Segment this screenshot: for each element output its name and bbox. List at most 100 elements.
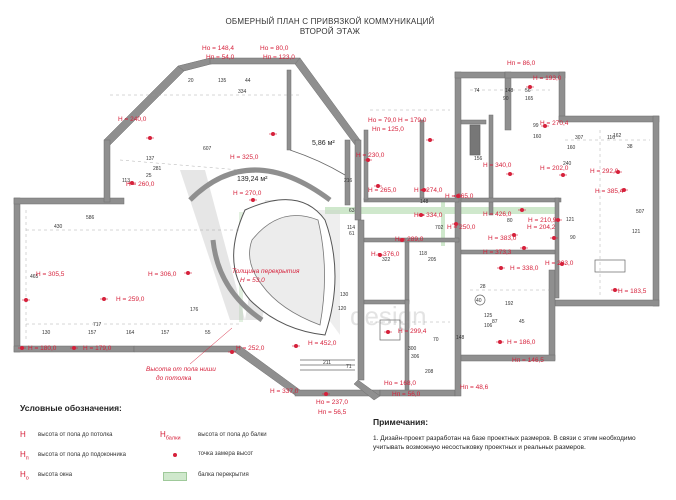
dimension-label: 106: [484, 323, 493, 329]
opening-label: Ho = 79,0: [368, 117, 397, 124]
opening-label: Hо = 168,0: [384, 380, 416, 387]
height-label: H = 210,9: [528, 217, 557, 224]
dimension-label: 281: [153, 166, 162, 172]
measure-point-icon: [173, 453, 177, 457]
dimension-label: 99: [533, 123, 539, 129]
height-label: H = 385,4: [595, 188, 624, 195]
dimension-label: 44: [245, 78, 251, 84]
legend-text-hbeam: высота от пола до балки: [198, 432, 267, 438]
dimension-label: 160: [533, 134, 542, 140]
oval-core: [249, 215, 325, 326]
legend-symbol-h: H: [20, 430, 26, 439]
dimension-label: 306: [411, 354, 420, 360]
dimension-label: 208: [425, 369, 434, 375]
height-label: H = 179,0: [398, 117, 427, 124]
legend-symbol-ho: Hо: [20, 470, 29, 482]
dimension-label: 156: [474, 156, 483, 162]
height-label: H = 202,0: [540, 165, 569, 172]
opening-label: Hп = 123,0: [263, 54, 295, 61]
height-label: H = 260,0: [126, 181, 155, 188]
curved-core: [188, 167, 332, 323]
notes-text: 1. Дизайн-проект разработан на базе прое…: [373, 435, 636, 451]
dimension-label: 148: [505, 88, 514, 94]
height-label: H = 265,0: [368, 187, 397, 194]
dimension-label: 157: [88, 330, 97, 336]
dimension-label: 90: [570, 235, 576, 241]
height-label: H = 337,0: [270, 388, 299, 395]
niche-leader: [189, 327, 233, 365]
dimension-label: 25: [146, 173, 152, 179]
legend-text-ho: высота окна: [38, 472, 73, 478]
opening-label: Hо = 237,0: [316, 399, 348, 406]
opening-labels: Ho = 148,4 Hп = 54,0 Ho = 80,0 Hп = 123,0Ho…: [202, 45, 544, 416]
plan-subtitle: ВТОРОЙ ЭТАЖ: [299, 27, 361, 36]
dimension-label: 113: [122, 178, 130, 184]
dimension-label: 28: [480, 284, 486, 290]
dimension-label: 121: [632, 229, 641, 235]
beam-swatch-icon: [163, 472, 187, 481]
legend-text-h: высота от пола до потолка: [38, 432, 113, 438]
dimension-label: 334: [238, 89, 247, 95]
opening-label: Hп = 54,0: [206, 54, 235, 61]
height-label: H = 186,0: [507, 339, 536, 346]
dimension-label: 607: [203, 146, 212, 152]
height-label: H = 274,0: [414, 187, 443, 194]
dimension-label: 300: [408, 346, 417, 352]
dimension-label: 56: [525, 88, 531, 94]
dimension-label: 116: [607, 135, 615, 141]
dimension-label: 130: [340, 292, 349, 298]
dimension-label: 507: [636, 209, 645, 215]
construction-lines: [25, 89, 650, 340]
dimension-label: 157: [161, 330, 170, 336]
height-label: H = 250,0: [447, 224, 476, 231]
height-label: H = 334,0: [414, 212, 443, 219]
height-label: H = 240,0: [118, 116, 147, 123]
dimension-label: 322: [382, 257, 391, 263]
plan-title: ОБМЕРНЫЙ ПЛАН С ПРИВЯЗКОЙ КОММУНИКАЦИЙ: [225, 17, 435, 26]
dimension-label: 55: [205, 330, 211, 336]
dimension-label: 216: [344, 178, 353, 184]
dimension-label: 135: [218, 78, 227, 84]
niche-note: Высота от пола ниши: [146, 366, 216, 373]
area-label: 5,86 м²: [312, 140, 335, 147]
dimension-label: 63: [349, 208, 355, 214]
dimension-label: 137: [146, 156, 155, 162]
opening-label: Hп = 125,0: [372, 126, 404, 133]
dimension-label: 130: [42, 330, 51, 336]
area-label: 139,24 м²: [237, 176, 268, 183]
opening-label: Hп = 56,0: [392, 391, 421, 398]
dimension-label: 118: [419, 251, 427, 257]
dimension-label: 176: [190, 307, 199, 313]
opening-label: Ho = 148,4: [202, 45, 234, 52]
dimension-label: 121: [566, 217, 575, 223]
height-label: H = 426,0: [483, 211, 512, 218]
dimension-label: 162: [613, 133, 622, 139]
height-label: H = 259,0: [116, 296, 145, 303]
height-label: H = 376,0: [371, 251, 400, 258]
dimension-label: 240: [563, 161, 572, 167]
opening-label: Hп = 48,6: [460, 384, 489, 391]
dimension-label: 87: [492, 319, 498, 325]
dimension-label: 165: [525, 96, 534, 102]
dimension-label: 164: [126, 330, 135, 336]
dimension-label: 430: [54, 224, 63, 230]
beam-strip: [441, 198, 445, 246]
dimension-label: 90: [503, 96, 509, 102]
small-room-curve: [289, 149, 346, 176]
dimension-label: 702: [435, 225, 444, 231]
height-label: H = 452,0: [308, 340, 337, 347]
height-label: H = 252,0: [236, 345, 265, 352]
dimension-label: 114: [347, 225, 355, 231]
dimension-label: 61: [349, 231, 355, 237]
opening-label: Ho = 80,0: [260, 45, 289, 52]
dimension-label: 586: [86, 215, 95, 221]
dimension-label: 307: [575, 135, 584, 141]
height-label: H = 292,0: [590, 168, 619, 175]
fixtures: [300, 124, 626, 371]
dimension-label: 160: [567, 145, 576, 151]
dimension-label: 125: [484, 313, 493, 319]
height-label: H = 338,0: [510, 265, 539, 272]
height-label: H = 203,0: [545, 260, 574, 267]
dimension-label: 465: [30, 274, 39, 280]
